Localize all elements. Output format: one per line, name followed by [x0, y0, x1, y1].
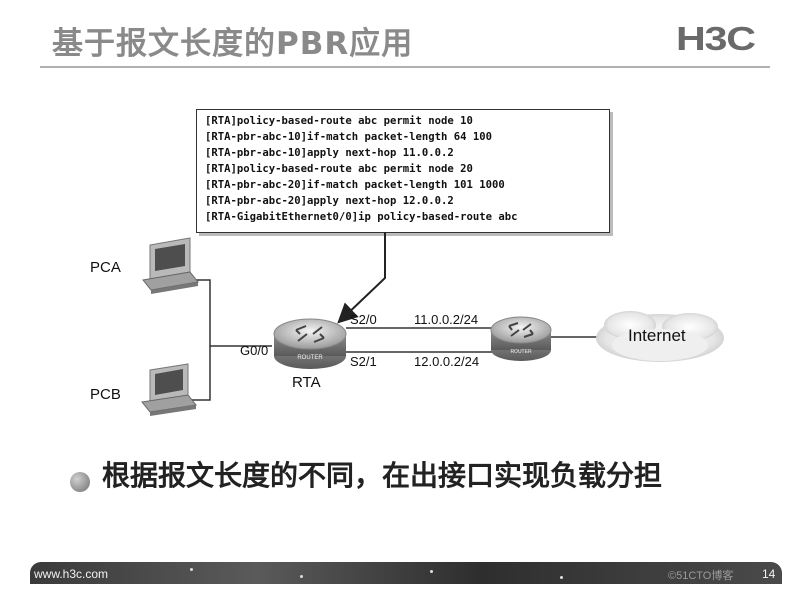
- footer-watermark: ©51CTO博客: [668, 570, 734, 582]
- remote-router-label: ROUTER: [510, 349, 532, 355]
- bullet-dot: [70, 472, 90, 492]
- net2-address-label: 12.0.0.2/24: [414, 354, 480, 369]
- code-line: [RTA-pbr-abc-10]if-match packet-length 6…: [205, 131, 493, 143]
- footer-url-link[interactable]: www.h3c.com: [34, 567, 109, 581]
- link-pcb: [192, 346, 211, 401]
- code-line: [RTA-GigabitEthernet0/0]ip policy-based-…: [205, 211, 518, 223]
- code-line: [RTA-pbr-abc-20]apply next-hop 12.0.0.2: [205, 195, 454, 207]
- code-line: [RTA]policy-based-route abc permit node …: [205, 115, 473, 127]
- footer-sparkle: [430, 570, 433, 573]
- pcb-computer-icon: [141, 363, 197, 416]
- rta-label: RTA: [292, 374, 321, 391]
- rta-router-icon: ROUTER: [273, 318, 347, 369]
- code-line: [RTA-pbr-abc-10]apply next-hop 11.0.0.2: [205, 147, 454, 159]
- internet-cloud-icon: [596, 311, 724, 362]
- footer-sparkle: [560, 576, 563, 579]
- slide-title: 基于报文长度的PBR应用: [52, 26, 414, 62]
- g00-interface-label: G0/0: [240, 343, 269, 358]
- footer-bar: [30, 562, 782, 584]
- code-line: [RTA]policy-based-route abc permit node …: [205, 163, 473, 175]
- footer-sparkle: [190, 568, 193, 571]
- link-pca: [183, 279, 272, 347]
- footer-sparkle: [300, 575, 303, 578]
- pca-computer-icon: [142, 237, 199, 294]
- pca-label: PCA: [90, 259, 121, 276]
- remote-router-icon: ROUTER: [490, 316, 552, 361]
- pointer-arrow: [337, 232, 386, 324]
- bullet-text: 根据报文长度的不同，在出接口实现负载分担: [102, 459, 663, 492]
- pcb-label: PCB: [90, 386, 121, 403]
- title-divider: [40, 66, 770, 68]
- h3c-logo: H3C: [676, 20, 756, 57]
- s20-interface-label: S2/0: [350, 312, 377, 327]
- code-line: [RTA-pbr-abc-20]if-match packet-length 1…: [205, 179, 505, 191]
- config-code-box: [RTA]policy-based-route abc permit node …: [196, 109, 610, 233]
- page-number: 14: [762, 567, 776, 581]
- s21-interface-label: S2/1: [350, 354, 377, 369]
- internet-label: Internet: [628, 326, 686, 345]
- rta-router-label: ROUTER: [297, 355, 323, 361]
- net1-address-label: 11.0.0.2/24: [414, 312, 479, 327]
